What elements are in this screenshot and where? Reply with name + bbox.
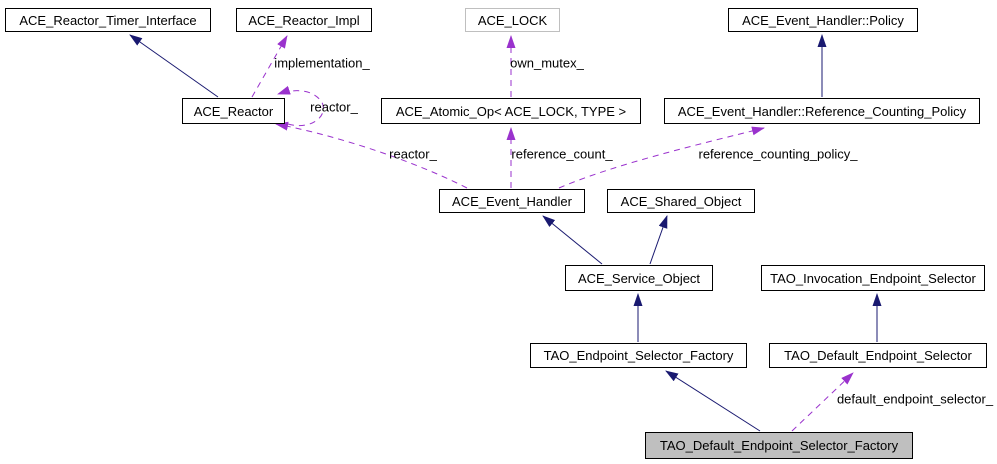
node-ace-atomic-op[interactable]: ACE_Atomic_Op< ACE_LOCK, TYPE >: [381, 98, 641, 124]
edge-event-handler-reactor: [275, 121, 468, 189]
edge-service-object-to-shared-object: [649, 215, 668, 265]
node-ace-service-object[interactable]: ACE_Service_Object: [565, 265, 713, 291]
node-ace-event-handler-policy[interactable]: ACE_Event_Handler::Policy: [728, 8, 918, 32]
node-ace-reactor-timer-interface[interactable]: ACE_Reactor_Timer_Interface: [5, 8, 211, 32]
edge-default-factory-to-selector-factory: [665, 370, 761, 432]
node-ace-reactor[interactable]: ACE_Reactor: [182, 98, 285, 124]
edge-reactor-to-timer-interface: [129, 34, 219, 98]
node-tao-default-endpoint-selector-factory: TAO_Default_Endpoint_Selector_Factory: [645, 432, 913, 459]
node-ace-event-handler[interactable]: ACE_Event_Handler: [439, 189, 585, 213]
node-ace-lock: ACE_LOCK: [465, 8, 560, 32]
node-tao-invocation-endpoint-selector[interactable]: TAO_Invocation_Endpoint_Selector: [761, 265, 985, 291]
edges-group: [129, 34, 882, 432]
node-ace-shared-object[interactable]: ACE_Shared_Object: [607, 189, 755, 213]
edge-default-factory-default-selector: [791, 372, 854, 432]
edge-service-object-to-event-handler: [542, 215, 603, 265]
edge-reactor-implementation: [251, 35, 288, 98]
node-ace-event-handler-reference-counting-policy[interactable]: ACE_Event_Handler::Reference_Counting_Po…: [664, 98, 980, 124]
node-tao-default-endpoint-selector[interactable]: TAO_Default_Endpoint_Selector: [769, 343, 987, 368]
node-tao-endpoint-selector-factory[interactable]: TAO_Endpoint_Selector_Factory: [530, 343, 747, 368]
edge-reactor-self-loop: [277, 85, 324, 126]
node-ace-reactor-impl[interactable]: ACE_Reactor_Impl: [236, 8, 372, 32]
edge-event-handler-reference-counting-policy: [558, 126, 765, 189]
